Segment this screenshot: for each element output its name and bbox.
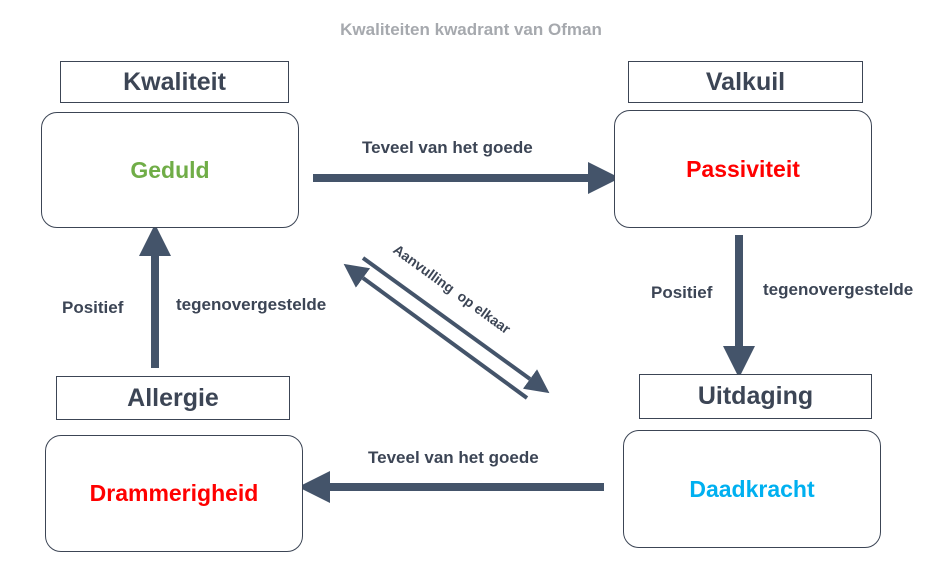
edge-label-bottom: Teveel van het goede <box>368 448 539 467</box>
uitdaging-value: Daadkracht <box>689 475 815 502</box>
valkuil-heading-text: Valkuil <box>705 67 786 96</box>
allergie-heading: Allergie <box>56 376 290 420</box>
valkuil-heading: Valkuil <box>628 61 863 103</box>
arrow-diagonal-down <box>361 256 550 394</box>
edge-label-left-positief: Positief <box>62 298 124 317</box>
kwaliteit-value: Geduld <box>130 156 210 183</box>
uitdaging-heading-text: Uitdaging <box>697 382 814 410</box>
allergie-heading-text: Allergie <box>127 383 219 412</box>
uitdaging-heading: Uitdaging <box>639 374 872 419</box>
allergie-value: Drammerigheid <box>89 480 259 506</box>
kwaliteit-heading-text: Kwaliteit <box>123 67 226 96</box>
diagram-title: Kwaliteiten kwadrant van Ofman <box>340 20 602 39</box>
edge-label-top: Teveel van het goede <box>362 138 533 157</box>
allergie-card: Drammerigheid <box>45 435 303 552</box>
arrow-diagonal-up <box>343 263 529 400</box>
uitdaging-card: Daadkracht <box>623 430 881 548</box>
valkuil-card: Passiviteit <box>614 110 872 228</box>
edge-label-right-positief: Positief <box>651 283 713 302</box>
edge-label-left-tegenovergestelde: tegenovergestelde <box>176 295 327 314</box>
valkuil-value: Passiviteit <box>686 155 800 182</box>
kwaliteit-heading: Kwaliteit <box>60 61 289 103</box>
kwaliteit-card: Geduld <box>41 112 299 228</box>
edge-label-right-tegenovergestelde: tegenovergestelde <box>763 280 914 299</box>
